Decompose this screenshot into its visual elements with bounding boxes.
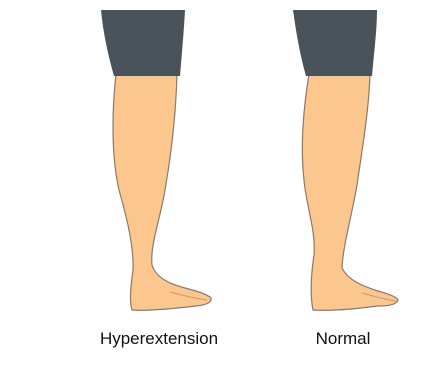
normal-shorts — [293, 10, 377, 76]
hyperextension-leg — [101, 10, 211, 310]
hyperextension-label: Hyperextension — [100, 329, 218, 349]
normal-leg — [293, 10, 398, 310]
hyperextension-leg-skin — [113, 74, 211, 310]
normal-leg-skin — [302, 74, 398, 310]
hyperextension-shorts — [101, 10, 185, 76]
normal-label: Normal — [316, 329, 371, 349]
